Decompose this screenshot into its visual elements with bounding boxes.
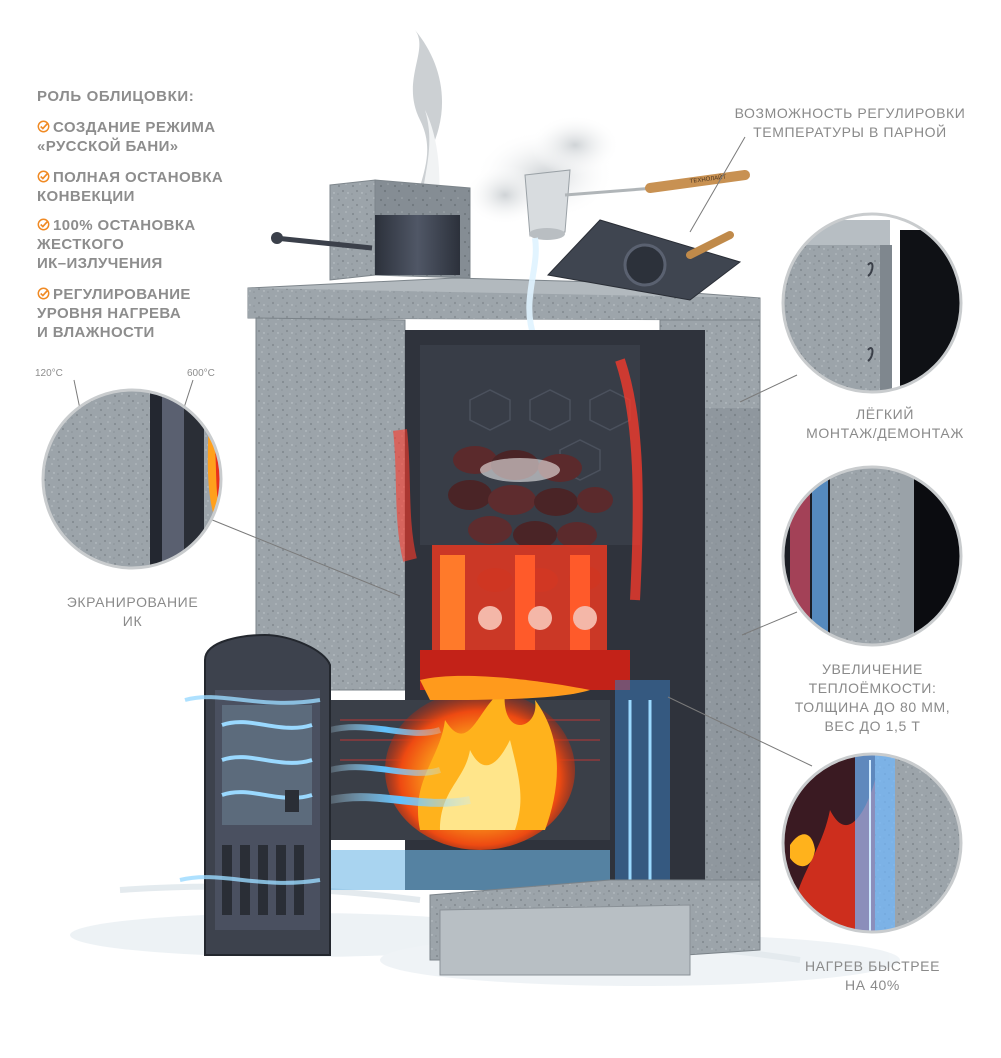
temp-inner: 600°C — [187, 368, 215, 379]
callout-ir-shield: ЭКРАНИРОВАНИЕ ИК — [66, 594, 199, 629]
callout-fast-heating: НАГРЕВ БЫСТРЕЕ НА 40% — [804, 958, 941, 993]
lining-role-text: «РУССКОЙ БАНИ» — [37, 138, 179, 155]
firebox-door — [179, 633, 331, 956]
callout-heat-capacity: УВЕЛИЧЕНИЕ ТЕПЛОЁМКОСТИ: ТОЛЩИНА ДО 80 М… — [794, 661, 951, 734]
stove-body — [255, 317, 761, 976]
zoom-easy-mount — [781, 212, 963, 394]
lining-role-text: 100% ОСТАНОВКА — [53, 217, 196, 234]
lining-role-item: ПОЛНАЯ ОСТАНОВКА КОНВЕКЦИИ — [37, 168, 223, 206]
lining-role-title: РОЛЬ ОБЛИЦОВКИ: — [37, 88, 195, 105]
check-circle-icon — [37, 170, 50, 183]
check-circle-icon — [37, 287, 50, 300]
check-circle-icon — [37, 120, 50, 133]
lining-role-text: И ВЛАЖНОСТИ — [37, 324, 155, 341]
lining-role-item: СОЗДАНИЕ РЕЖИМА «РУССКОЙ БАНИ» — [37, 118, 216, 156]
lining-role-text: РЕГУЛИРОВАНИЕ — [53, 286, 191, 303]
lining-role-text: СОЗДАНИЕ РЕЖИМА — [53, 119, 216, 136]
cold-air-flow — [329, 680, 670, 900]
lining-role-text: КОНВЕКЦИИ — [37, 188, 135, 205]
zoom-heat-capacity — [781, 465, 963, 647]
temp-outer: 120°C — [35, 368, 63, 379]
zoom-fast-heating — [781, 752, 963, 934]
steam-hatch — [546, 219, 742, 301]
lining-role-text: ПОЛНАЯ ОСТАНОВКА — [53, 169, 224, 186]
lining-role-item: РЕГУЛИРОВАНИЕ УРОВНЯ НАГРЕВА И ВЛАЖНОСТИ — [37, 285, 191, 342]
callout-temperature-control: ВОЗМОЖНОСТЬ РЕГУЛИРОВКИ ТЕМПЕРАТУРЫ В ПА… — [734, 105, 966, 140]
lining-role-text: ИК–ИЗЛУЧЕНИЯ — [37, 255, 163, 272]
callout-easy-mount: ЛЁГКИЙ МОНТАЖ/ДЕМОНТАЖ — [806, 406, 964, 441]
check-circle-icon — [37, 218, 50, 231]
lining-role-text: УРОВНЯ НАГРЕВА — [37, 305, 182, 322]
heater-grid — [420, 545, 630, 690]
zoom-ir-shield — [41, 388, 223, 570]
lining-role-item: 100% ОСТАНОВКА ЖЕСТКОГО ИК–ИЗЛУЧЕНИЯ — [37, 216, 196, 273]
lining-role-text: ЖЕСТКОГО — [37, 236, 125, 253]
